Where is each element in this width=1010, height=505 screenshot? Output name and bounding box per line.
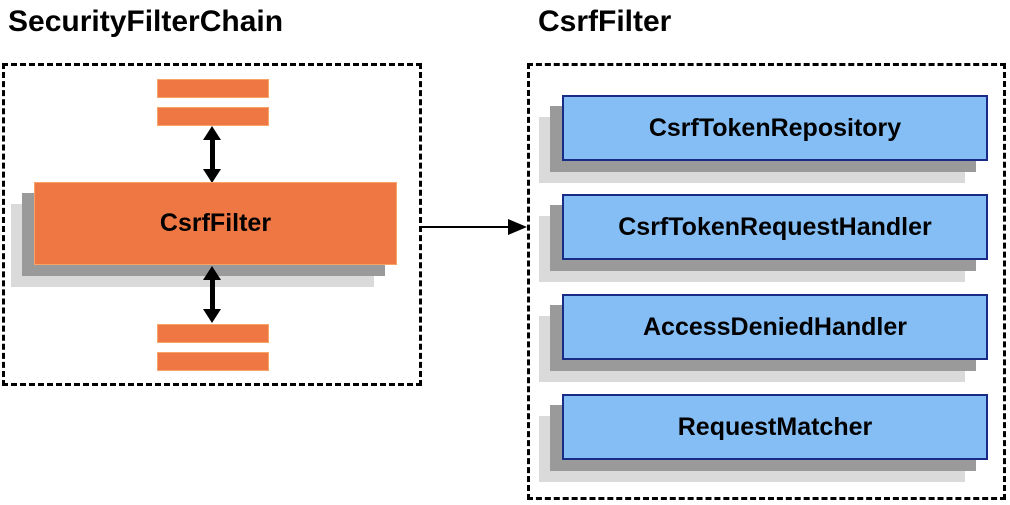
csrf-filter-node-label: CsrfFilter — [159, 209, 272, 237]
arrow-down-head-icon — [203, 309, 221, 323]
access-denied-handler-node: AccessDeniedHandler — [562, 294, 988, 360]
security-filter-chain-title: SecurityFilterChain — [8, 5, 284, 38]
arrow-shaft — [209, 280, 215, 309]
connector-arrow-line — [422, 226, 509, 228]
request-matcher-node: RequestMatcher — [562, 394, 988, 460]
filter-placeholder-bar — [157, 352, 269, 371]
csrf-token-repository-node: CsrfTokenRepository — [562, 95, 988, 161]
security-filter-chain-panel: CsrfFilter — [2, 63, 422, 386]
double-arrow-icon — [202, 266, 222, 323]
arrow-up-head-icon — [203, 126, 221, 140]
csrf-filter-components-panel: CsrfTokenRepository CsrfTokenRequestHand… — [527, 63, 1006, 500]
arrow-up-head-icon — [203, 266, 221, 280]
component-label: CsrfTokenRequestHandler — [618, 212, 932, 241]
component-label: AccessDeniedHandler — [642, 312, 907, 341]
csrf-token-request-handler-node: CsrfTokenRequestHandler — [562, 194, 988, 260]
filter-placeholder-bar — [157, 107, 269, 126]
double-arrow-icon — [202, 126, 222, 183]
arrow-down-head-icon — [203, 169, 221, 183]
component-label: CsrfTokenRepository — [648, 113, 902, 142]
csrf-filter-title: CsrfFilter — [538, 5, 672, 38]
arrow-shaft — [209, 140, 215, 169]
filter-placeholder-bar — [157, 79, 269, 98]
component-label: RequestMatcher — [677, 412, 873, 441]
filter-placeholder-bar — [157, 324, 269, 343]
csrf-filter-node: CsrfFilter — [34, 182, 397, 265]
arrow-right-head-icon — [508, 219, 527, 235]
